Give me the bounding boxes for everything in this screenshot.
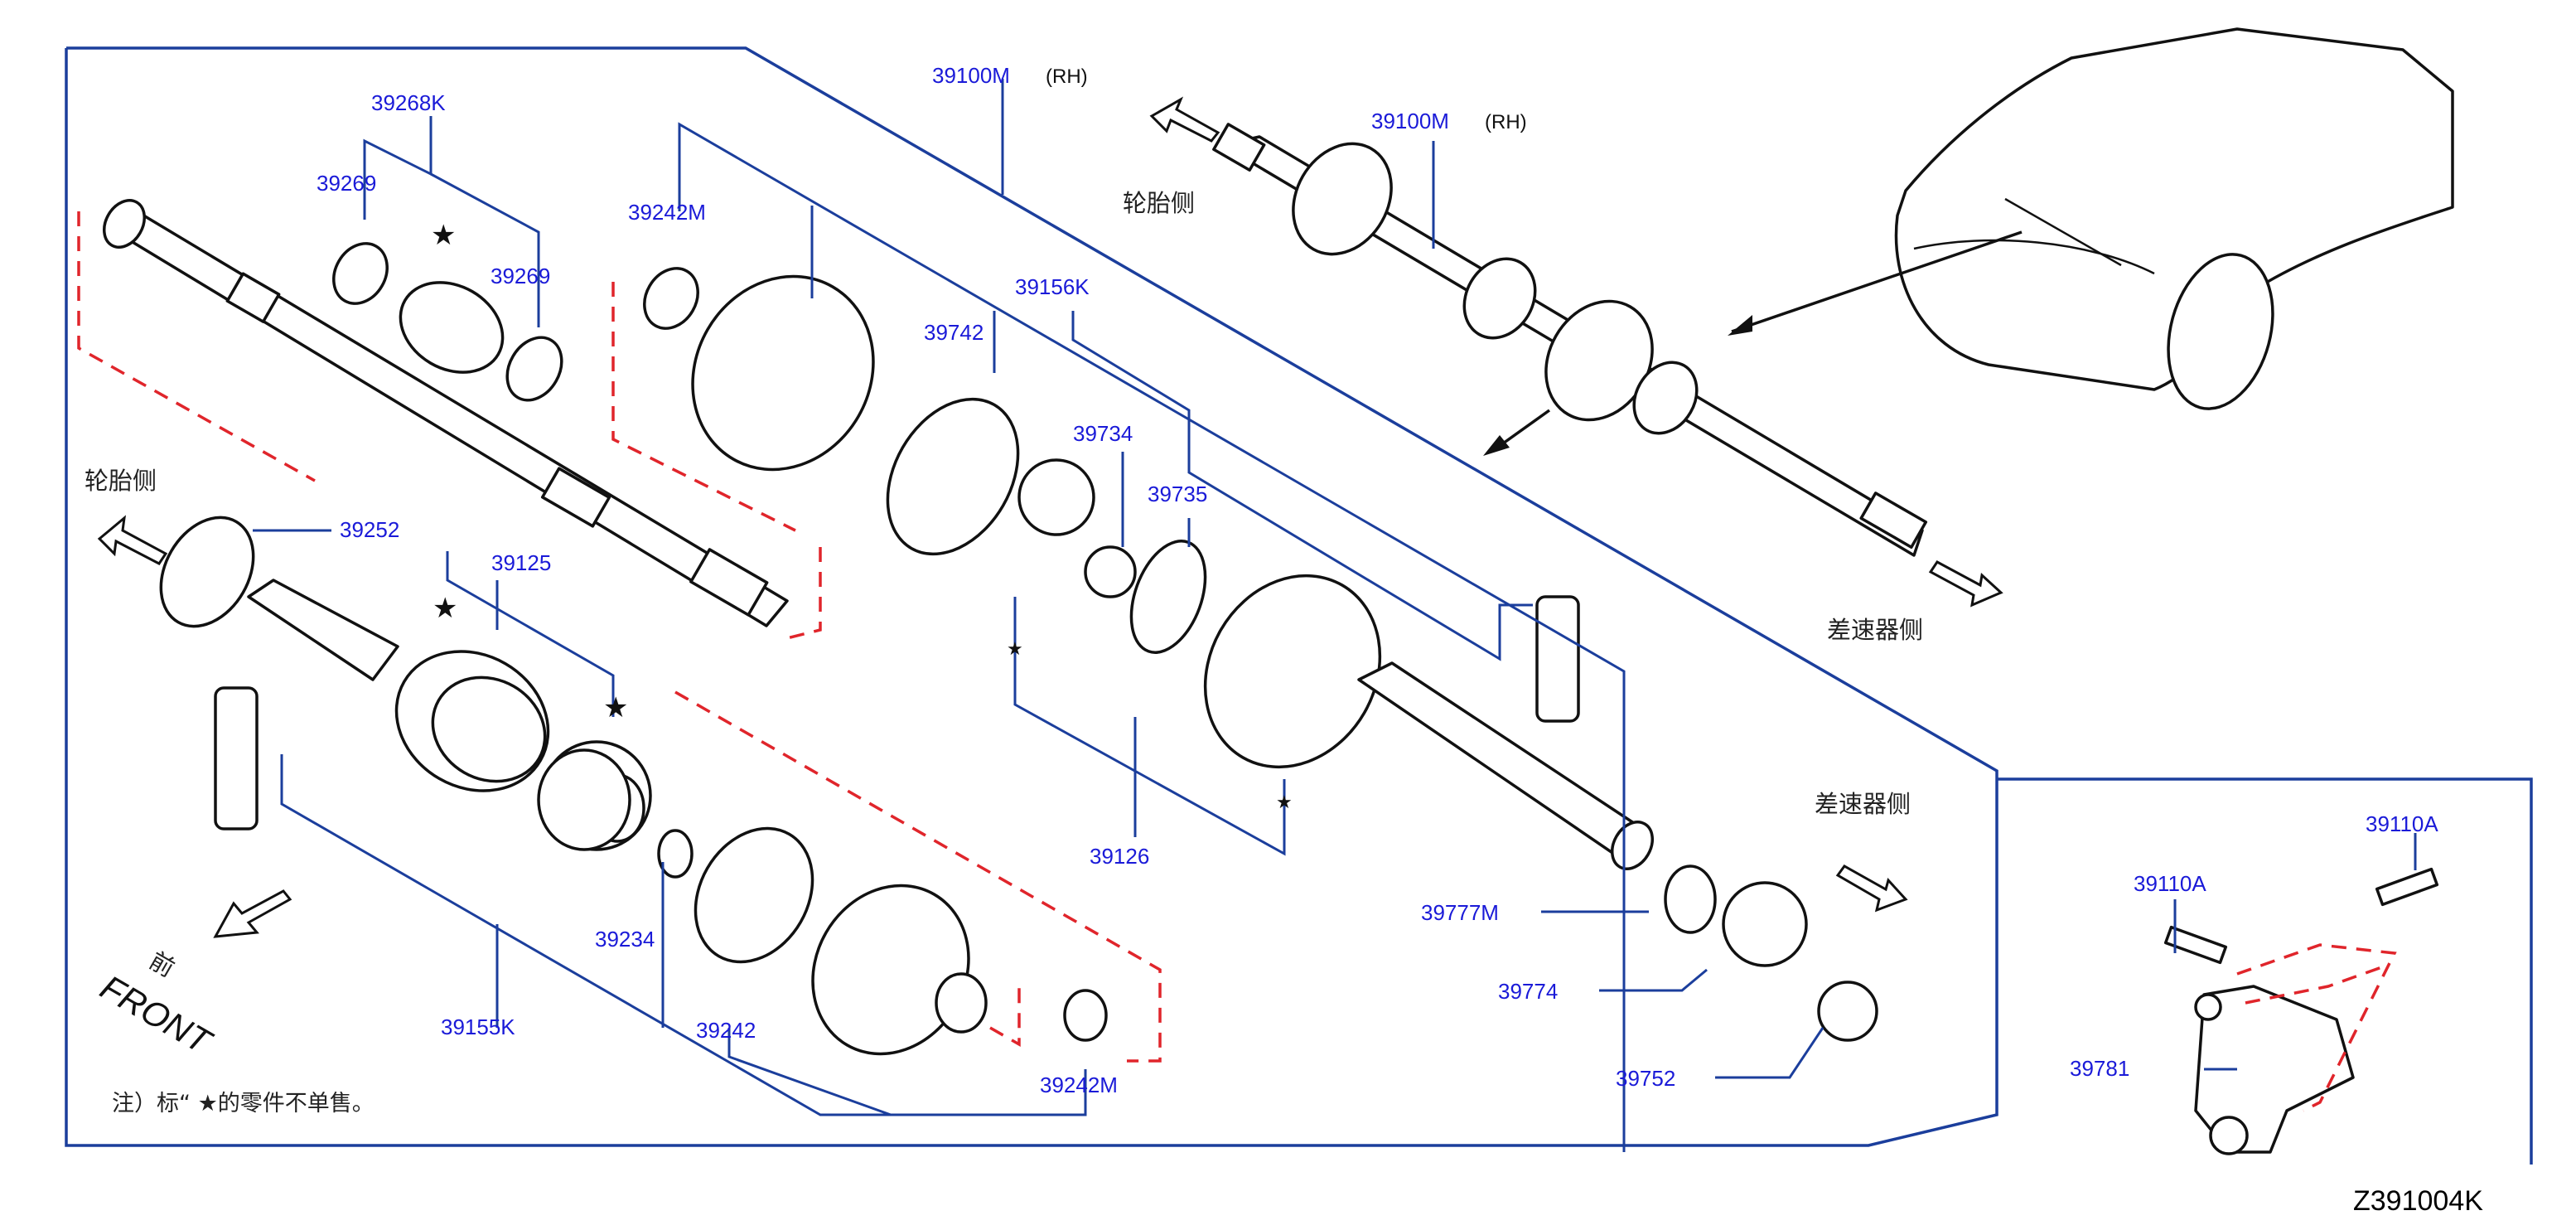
svg-text:★: ★	[431, 219, 456, 252]
svg-text:★: ★	[433, 592, 457, 625]
assembled-shaft	[1212, 123, 1928, 557]
vehicle-pointer	[1731, 230, 2023, 333]
shaft-dashed-outline-right	[786, 547, 822, 640]
label-rh-assy: (RH)	[1485, 111, 1527, 133]
label-39155K: 39155K	[441, 1015, 515, 1039]
leader-lines	[253, 79, 2417, 1152]
label-39234: 39234	[595, 927, 655, 952]
front-label-en: FRONT	[94, 967, 220, 1063]
label-tire-side-left: 轮胎侧	[85, 467, 157, 495]
main-frame	[65, 46, 1998, 1147]
lower-boot-dashed-b	[989, 986, 1021, 1048]
inner-boot	[643, 267, 1207, 654]
svg-text:★: ★	[603, 691, 628, 724]
knuckle-dashed-b	[2245, 964, 2387, 1005]
label-39269-b: 39269	[491, 264, 550, 288]
label-39156K: 39156K	[1015, 274, 1090, 299]
front-label-cn: 前	[145, 947, 180, 983]
label-39774: 39774	[1498, 979, 1558, 1004]
label-39268K: 39268K	[371, 90, 446, 115]
label-39110A-b: 39110A	[2366, 811, 2438, 836]
vehicle-outline	[1894, 27, 2454, 410]
vehicle-pointer-head	[1728, 315, 1752, 336]
label-39125: 39125	[491, 550, 551, 575]
lower-boot-dashed	[674, 690, 1162, 1063]
label-39269-a: 39269	[317, 171, 376, 196]
label-39252: 39252	[340, 517, 399, 542]
label-39110A-a: 39110A	[2134, 871, 2206, 896]
steering-knuckle	[2163, 867, 2439, 1155]
lower-boot	[537, 748, 1108, 1056]
label-39742: 39742	[924, 320, 984, 345]
label-39752: 39752	[1616, 1066, 1675, 1091]
label-39777M: 39777M	[1421, 900, 1499, 925]
boot-kit-small	[332, 242, 563, 402]
shaft-pointer-head	[1483, 435, 1510, 456]
axle-shaft	[103, 199, 789, 627]
diagram-code: Z391004K	[2353, 1185, 2483, 1217]
label-diff-side-right: 差速器侧	[1815, 790, 1911, 818]
label-39242: 39242	[696, 1018, 756, 1043]
knuckle-dashed	[2236, 943, 2397, 1112]
star-icon: ★ ★ ★ ★ ★	[431, 219, 1293, 813]
knuckle-frame	[1997, 777, 2533, 1165]
label-39100M-assy: 39100M	[1371, 109, 1449, 133]
inner-boot-dashed	[611, 282, 796, 532]
svg-text:★: ★	[1276, 792, 1293, 813]
label-39734: 39734	[1073, 421, 1133, 446]
label-diff-side-top: 差速器侧	[1827, 616, 1923, 644]
label-tire-side-top: 轮胎侧	[1123, 189, 1195, 217]
svg-text:★: ★	[1007, 639, 1023, 660]
label-39781: 39781	[2070, 1056, 2129, 1081]
inner-housing	[1203, 574, 1878, 1042]
direction-arrow-icon	[97, 96, 2003, 938]
grease-tube-left	[214, 686, 259, 830]
grease-tube-right	[1535, 595, 1580, 723]
label-39126: 39126	[1090, 844, 1149, 869]
note-text: 注）标“ ★的零件不单售。	[112, 1091, 375, 1116]
label-39100M-main: 39100M	[932, 63, 1010, 88]
label-39735: 39735	[1148, 482, 1207, 506]
label-39242M-b: 39242M	[1040, 1073, 1118, 1097]
label-rh-main: (RH)	[1046, 65, 1088, 88]
shaft-dashed-outline	[77, 211, 316, 482]
label-39242M-a: 39242M	[628, 200, 706, 225]
